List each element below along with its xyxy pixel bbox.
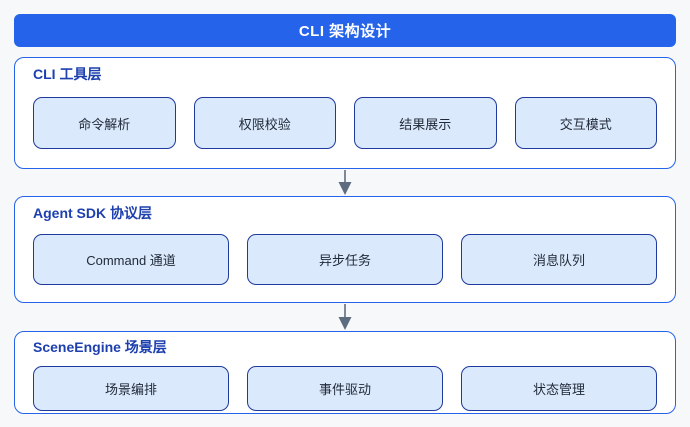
node-state-management: 状态管理 bbox=[461, 366, 657, 411]
node-event-driven: 事件驱动 bbox=[247, 366, 443, 411]
down-arrow-icon bbox=[336, 304, 354, 330]
node-command-channel: Command 通道 bbox=[33, 234, 229, 285]
layer-cli-tools-title: CLI 工具层 bbox=[33, 66, 102, 82]
layer-agent-sdk-title: Agent SDK 协议层 bbox=[33, 205, 152, 221]
node-message-queue: 消息队列 bbox=[461, 234, 657, 285]
layer-cli-tools-nodes: 命令解析 权限校验 结果展示 交互模式 bbox=[33, 97, 657, 149]
layer-agent-sdk: Agent SDK 协议层 Command 通道 异步任务 消息队列 bbox=[14, 196, 676, 303]
layer-connector-2 bbox=[14, 303, 676, 331]
node-scene-orchestration: 场景编排 bbox=[33, 366, 229, 411]
layer-cli-tools: CLI 工具层 命令解析 权限校验 结果展示 交互模式 bbox=[14, 57, 676, 169]
node-interactive-mode: 交互模式 bbox=[514, 97, 657, 149]
layer-scene-engine-title: SceneEngine 场景层 bbox=[33, 339, 167, 355]
node-result-display: 结果展示 bbox=[354, 97, 497, 149]
layer-agent-sdk-nodes: Command 通道 异步任务 消息队列 bbox=[33, 234, 657, 285]
layer-connector-1 bbox=[14, 169, 676, 196]
down-arrow-icon bbox=[336, 170, 354, 195]
diagram-title-bar: CLI 架构设计 bbox=[14, 14, 676, 47]
layer-scene-engine-nodes: 场景编排 事件驱动 状态管理 bbox=[33, 366, 657, 411]
diagram-title: CLI 架构设计 bbox=[298, 23, 392, 40]
node-async-task: 异步任务 bbox=[247, 234, 443, 285]
node-command-parse: 命令解析 bbox=[33, 97, 176, 149]
node-permission-check: 权限校验 bbox=[193, 97, 336, 149]
layer-scene-engine: SceneEngine 场景层 场景编排 事件驱动 状态管理 bbox=[14, 331, 676, 414]
